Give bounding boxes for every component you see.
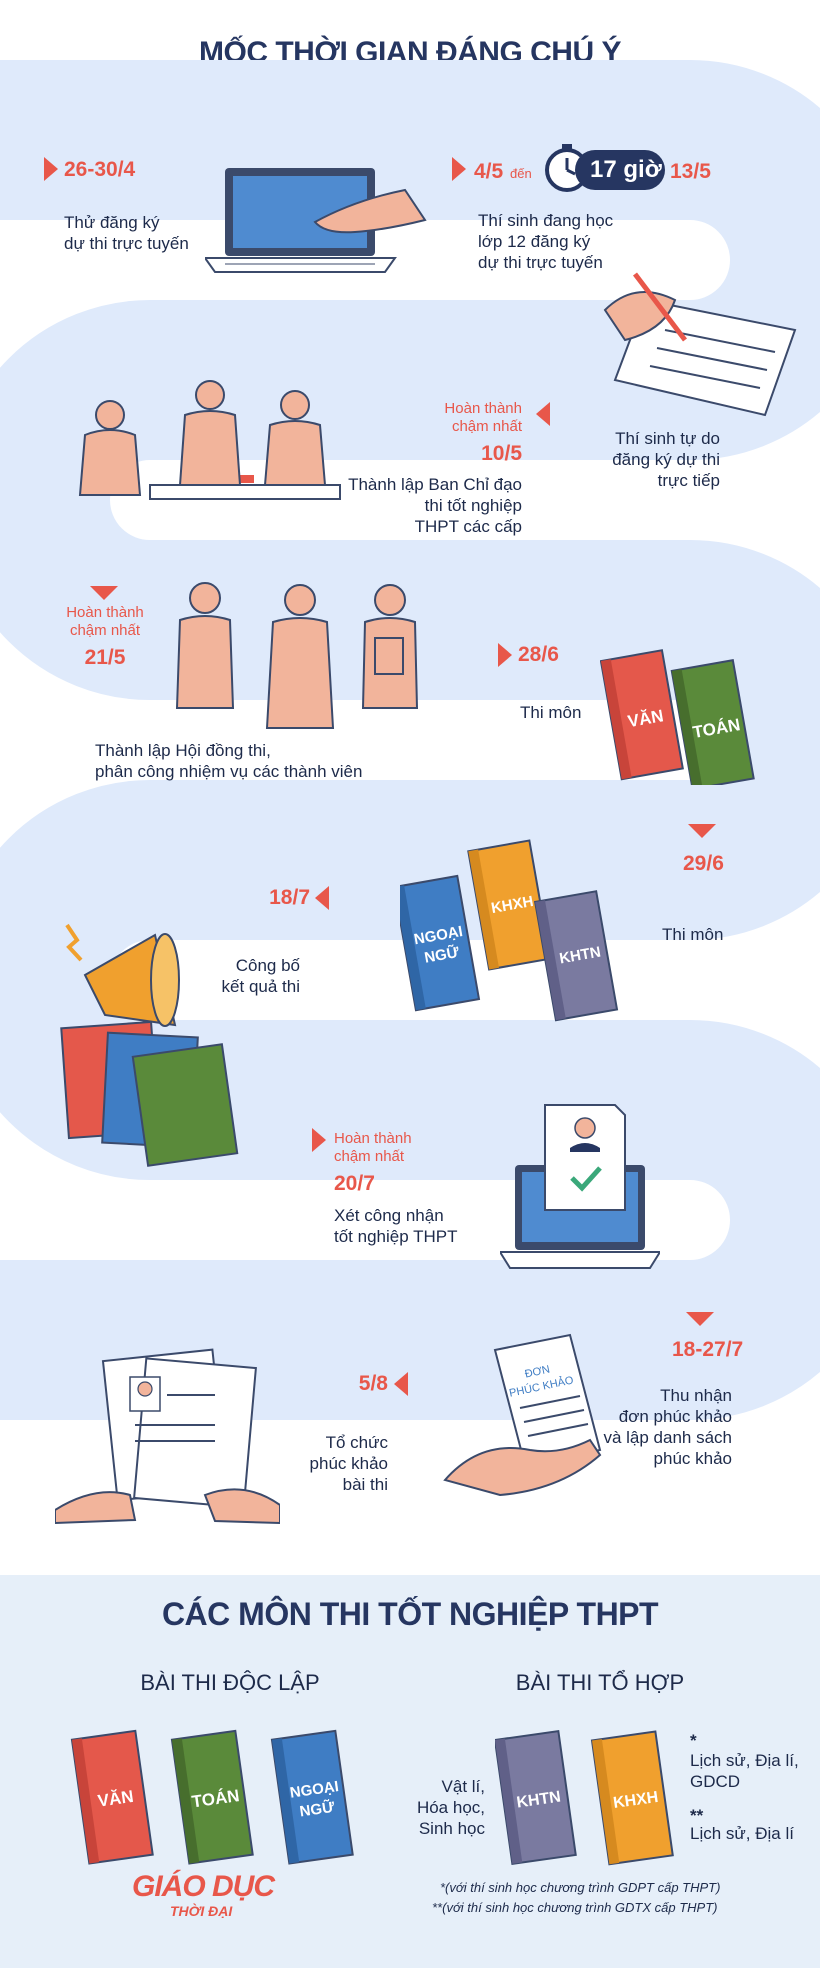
event-date: 29/6 bbox=[683, 852, 724, 875]
event-text: Xét công nhận bbox=[334, 1206, 444, 1225]
marker-arrow-down bbox=[686, 1312, 714, 1326]
marker-arrow-right bbox=[498, 643, 512, 667]
combined-books-icon: KHTN KHXH bbox=[495, 1730, 674, 1866]
deadline-label: Hoàn thành bbox=[334, 1130, 412, 1147]
event-text: dự thi trực tuyến bbox=[478, 253, 603, 272]
event-date-end: 13/5 bbox=[670, 160, 711, 183]
khtn-subject: Vật lí, bbox=[441, 1777, 485, 1796]
footnote-star: ** bbox=[690, 1806, 704, 1825]
book-label: KHTN bbox=[558, 944, 602, 968]
event-text: Công bố bbox=[235, 956, 300, 975]
paper-writing-icon bbox=[603, 272, 797, 417]
subjects-title: CÁC MÔN THI TỐT NGHIỆP THPT bbox=[161, 1596, 659, 1632]
event-text: Thi môn bbox=[662, 925, 724, 944]
event-text: và lập danh sách bbox=[603, 1428, 732, 1447]
form-title: ĐƠN bbox=[524, 1364, 551, 1381]
independent-title: BÀI THI ĐỘC LẬP bbox=[140, 1670, 320, 1695]
footnote: *(với thí sinh học chương trình GDPT cấp… bbox=[440, 1880, 721, 1895]
event-text: Thi môn bbox=[520, 703, 582, 722]
event-date: 28/6 bbox=[518, 643, 559, 666]
event-text: trực tiếp bbox=[657, 471, 720, 490]
book-label: KHTN bbox=[516, 1789, 562, 1812]
event-date: 21/5 bbox=[84, 646, 126, 669]
event-text: kết quả thi bbox=[221, 977, 300, 996]
event-text: lớp 12 đăng ký bbox=[478, 232, 591, 251]
event-date: 20/7 bbox=[334, 1172, 375, 1195]
event-text: Thành lập Hội đồng thi, bbox=[95, 741, 271, 760]
event-text: phúc khảo bbox=[309, 1454, 388, 1473]
book-label: NGOẠI bbox=[289, 1778, 340, 1802]
marker-arrow-down bbox=[90, 586, 118, 600]
duration-badge bbox=[575, 150, 665, 190]
deadline-label: chậm nhất bbox=[69, 622, 141, 639]
event-text: đơn phúc khảo bbox=[618, 1407, 732, 1426]
marker-arrow-right bbox=[312, 1128, 326, 1152]
event-date: 10/5 bbox=[481, 442, 522, 465]
books-ngoaingu-khxh-khtn-icon: NGOẠI NGỮ KHXH KHTN bbox=[400, 839, 619, 1022]
book-label: VĂN bbox=[96, 1787, 134, 1811]
marker-arrow-right bbox=[44, 157, 58, 181]
review-documents-icon bbox=[55, 1348, 280, 1525]
books-van-toan-icon: VĂN TOÁN bbox=[600, 649, 755, 785]
event-date: 5/8 bbox=[358, 1372, 388, 1395]
combined-title: BÀI THI TỔ HỢP bbox=[515, 1670, 685, 1695]
event-text: đăng ký dự thi bbox=[612, 450, 720, 469]
marker-arrow-left bbox=[394, 1372, 408, 1396]
event-between: đến bbox=[510, 166, 532, 181]
meeting-people-icon bbox=[78, 380, 341, 500]
khxh-subject: GDCD bbox=[690, 1772, 741, 1791]
marker-arrow-down bbox=[688, 824, 716, 838]
laptop-certificate-icon bbox=[500, 1104, 660, 1269]
event-date: 18-27/7 bbox=[672, 1338, 744, 1361]
event-text: Thu nhận bbox=[660, 1386, 732, 1405]
event-date: 18/7 bbox=[269, 886, 310, 909]
event-text: THPT các cấp bbox=[414, 517, 522, 536]
marker-arrow-left bbox=[315, 886, 329, 910]
khtn-subject: Sinh học bbox=[418, 1819, 485, 1838]
megaphone-papers-icon bbox=[60, 923, 239, 1167]
independent-books-icon: VĂN TOÁN NGOẠI NGỮ bbox=[70, 1729, 354, 1865]
event-text: thi tốt nghiệp bbox=[424, 496, 522, 515]
footnote-star: * bbox=[690, 1731, 697, 1750]
event-text: phúc khảo bbox=[653, 1449, 732, 1468]
event-date: 26-30/4 bbox=[64, 158, 136, 181]
event-text: tốt nghiệp THPT bbox=[334, 1227, 458, 1246]
event-text: Thành lập Ban Chỉ đạo bbox=[348, 475, 522, 494]
deadline-label: Hoàn thành bbox=[444, 400, 522, 417]
event-text: bài thi bbox=[342, 1475, 388, 1494]
khxh-subject: Lịch sử, Địa lí bbox=[690, 1824, 794, 1843]
duration-text: 17 giờ bbox=[590, 156, 662, 183]
marker-arrow-right bbox=[452, 157, 466, 181]
khxh-subject: Lịch sử, Địa lí, bbox=[690, 1751, 799, 1770]
logo-sub: THỜI ĐẠI bbox=[170, 1903, 233, 1919]
deadline-label: Hoàn thành bbox=[66, 604, 144, 621]
event-text: Thí sinh đang học bbox=[478, 211, 614, 230]
event-text: Tổ chức bbox=[325, 1433, 388, 1452]
event-text: dự thi trực tuyến bbox=[64, 234, 189, 253]
event-text: Thí sinh tự do bbox=[615, 429, 720, 448]
event-text: phân công nhiệm vụ các thành viên bbox=[95, 762, 363, 781]
logo-main: GIÁO DỤC bbox=[132, 1870, 275, 1903]
event-date-start: 4/5 bbox=[474, 160, 504, 183]
laptop-icon bbox=[205, 168, 427, 273]
team-people-icon bbox=[175, 582, 419, 729]
footnote: **(với thí sinh học chương trình GDTX cấ… bbox=[432, 1900, 718, 1915]
deadline-label: chậm nhất bbox=[334, 1148, 405, 1165]
book-label: NGỮ bbox=[298, 1798, 336, 1821]
appeal-form-hand-icon: ĐƠN PHÚC KHẢO bbox=[443, 1333, 602, 1497]
deadline-label: chậm nhất bbox=[451, 418, 522, 435]
khtn-subject: Hóa học, bbox=[416, 1798, 485, 1817]
book-label: NGỮ bbox=[423, 943, 461, 967]
book-label: KHXH bbox=[612, 1789, 659, 1812]
marker-arrow-left bbox=[536, 402, 550, 426]
event-text: Thử đăng ký bbox=[64, 213, 160, 232]
